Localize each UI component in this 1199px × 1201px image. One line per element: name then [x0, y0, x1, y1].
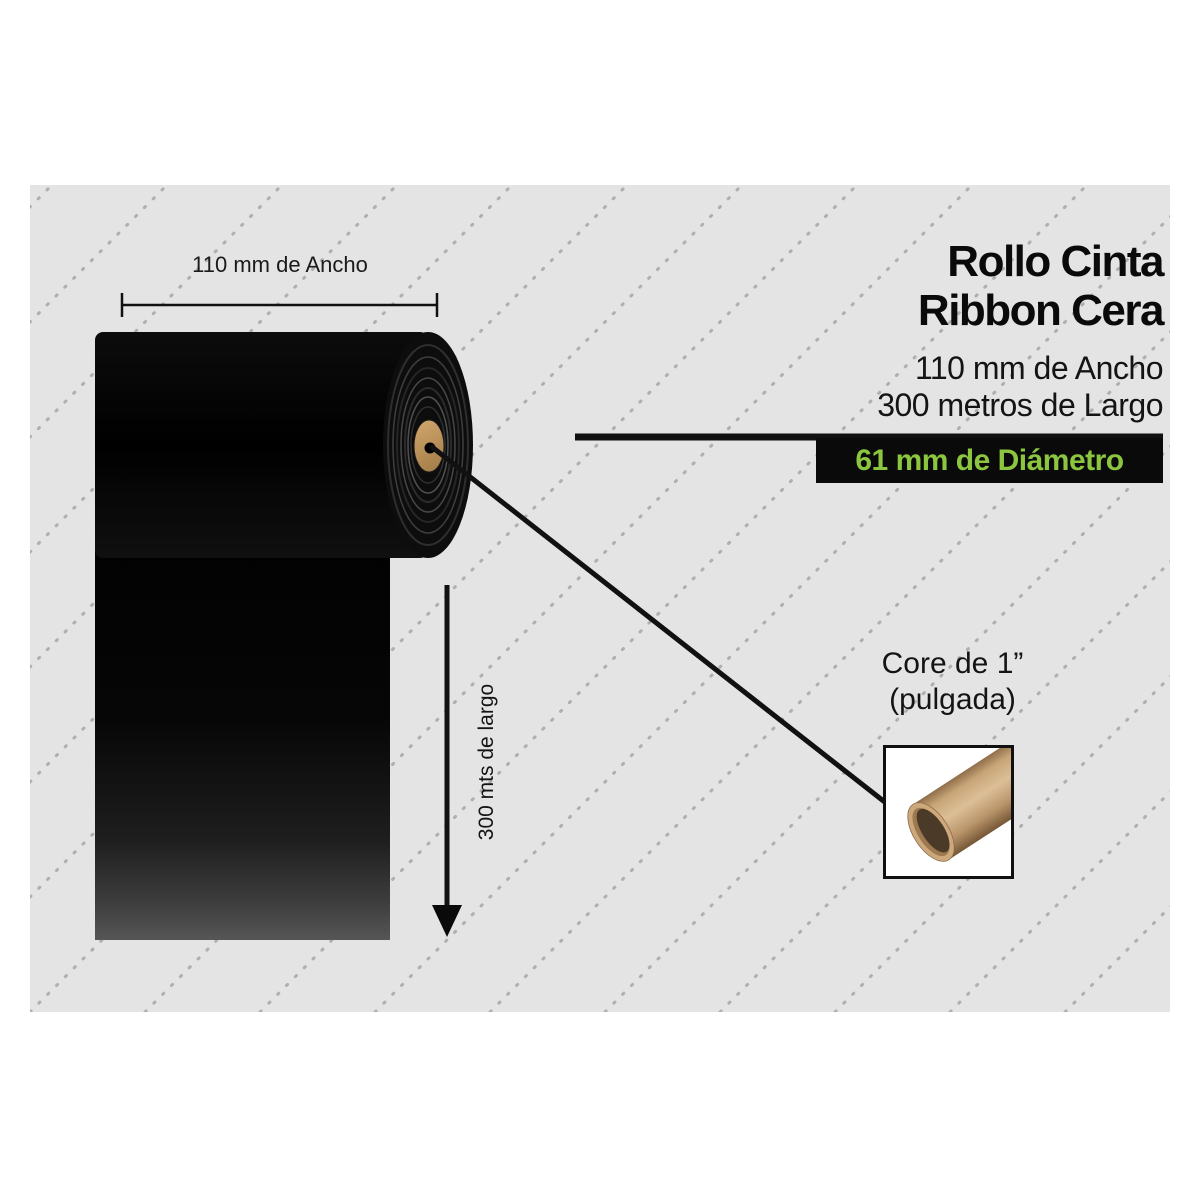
- width-dimension-line: [120, 293, 439, 317]
- diameter-banner-text: 61 mm de Diámetro: [855, 443, 1124, 477]
- length-arrow: [432, 585, 462, 937]
- roll-cylinder: [95, 332, 428, 558]
- ribbon-roll-graphic: [95, 332, 473, 940]
- spec-length: 300 metros de Largo: [877, 387, 1163, 423]
- core-image-frame: [883, 745, 1014, 879]
- length-arrow-label: 300 mts de largo: [475, 683, 498, 841]
- tube-hole: [916, 808, 950, 853]
- core-callout-line: [429, 444, 889, 806]
- arrow-head: [432, 905, 462, 937]
- core-size-sublabel: (pulgada): [889, 683, 1016, 716]
- annotation-lines: [120, 293, 1163, 937]
- tube-body: [913, 748, 1011, 860]
- product-title-line2: Ribbon Cera: [917, 286, 1165, 335]
- diagonal-dotted-pattern: [30, 185, 1170, 1012]
- width-dimension-label: 110 mm de Ancho: [192, 252, 368, 277]
- core-tube-graphic: [907, 748, 1011, 862]
- product-title-line1: Rollo Cinta: [947, 237, 1164, 286]
- core-size-label: Core de 1”: [881, 647, 1024, 680]
- roll-winding-rings: [387, 344, 469, 546]
- diameter-banner: 61 mm de Diámetro: [816, 438, 1163, 483]
- spec-width: 110 mm de Ancho: [914, 350, 1164, 386]
